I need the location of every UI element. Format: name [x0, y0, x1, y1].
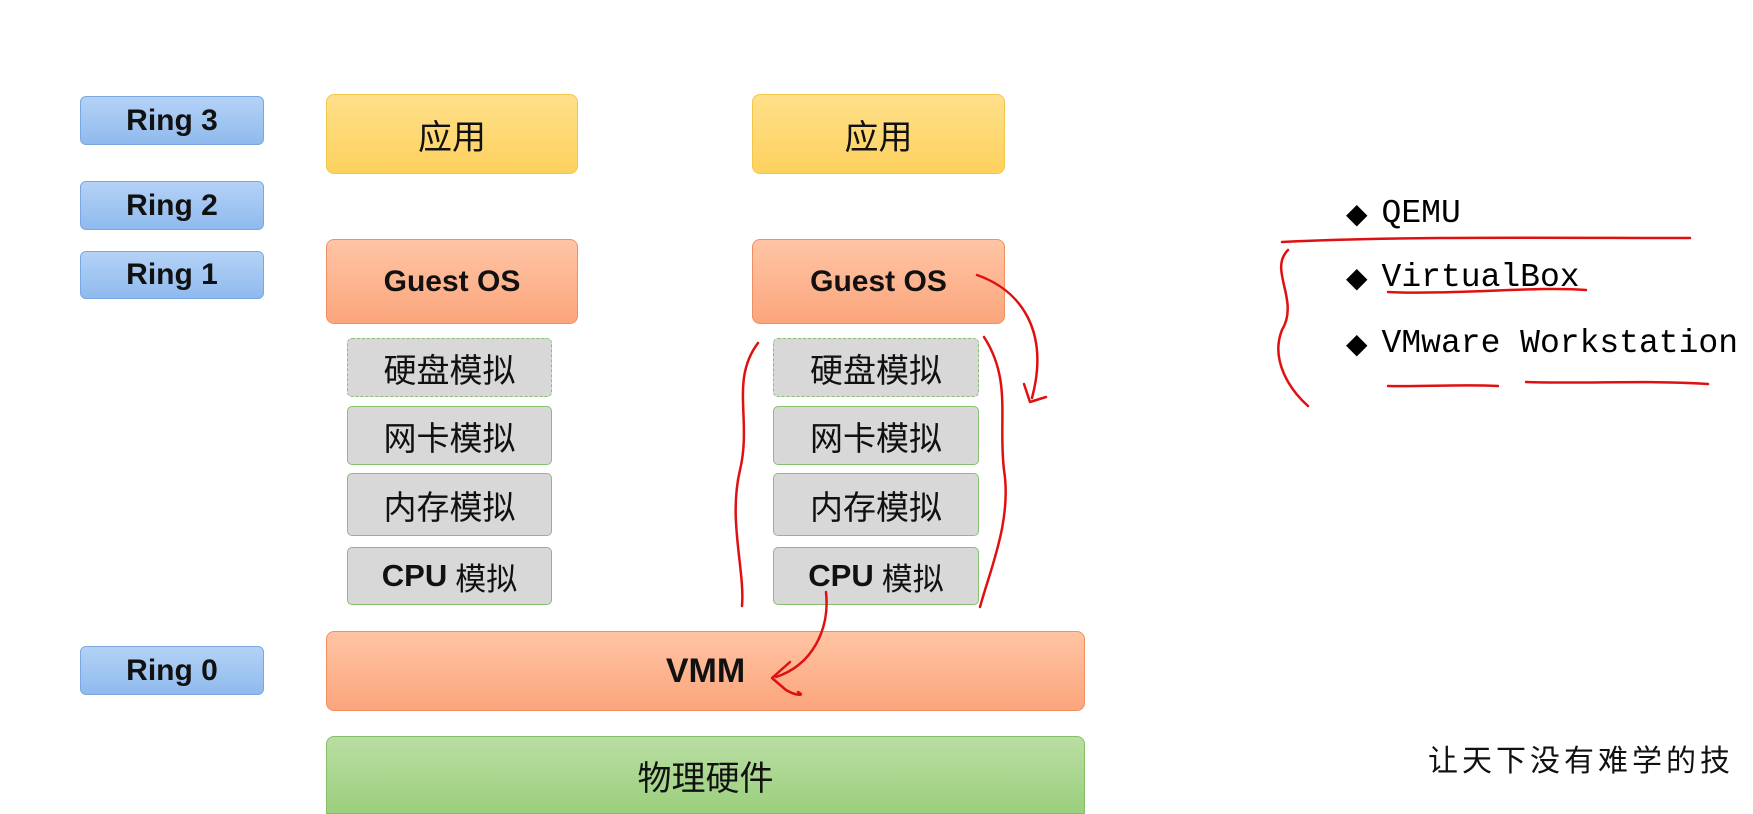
left-disk-emulation-text: 硬盘模拟: [383, 350, 516, 390]
right-nic-emulation-box: 网卡模拟: [773, 406, 979, 465]
ring-2-label: Ring 2: [80, 181, 264, 230]
product-name-qemu: QEMU: [1381, 195, 1461, 232]
ring-2-text: Ring 2: [126, 188, 218, 222]
right-cpu-emulation-suffix: 模拟: [881, 561, 944, 598]
left-guest-os-box: Guest OS: [326, 239, 578, 324]
right-memory-emulation-box: 内存模拟: [773, 473, 979, 536]
product-item-qemu: ◆ QEMU: [1346, 195, 1461, 232]
product-name-vmware-workstation: VMware Workstation: [1381, 325, 1739, 362]
ring-1-label: Ring 1: [80, 251, 264, 299]
right-app-box: 应用: [752, 94, 1005, 174]
products-group-bracket: [1277, 248, 1310, 408]
ring-3-text: Ring 3: [126, 103, 218, 137]
right-app-text: 应用: [844, 117, 913, 158]
product-item-vmware-workstation: ◆ VMware Workstation: [1346, 325, 1738, 362]
left-cpu-emulation-suffix: 模拟: [455, 561, 518, 598]
right-stack-left-brace: [734, 341, 760, 608]
right-cpu-emulation-prefix: CPU: [808, 558, 874, 593]
left-nic-emulation-box: 网卡模拟: [347, 406, 552, 465]
diamond-bullet-icon: ◆: [1346, 197, 1368, 230]
slogan-text: 让天下没有难学的技: [1428, 744, 1734, 779]
right-guest-os-text: Guest OS: [810, 264, 947, 298]
product-name-virtualbox: VirtualBox: [1381, 259, 1580, 296]
right-guest-os-box: Guest OS: [752, 239, 1005, 324]
left-memory-emulation-box: 内存模拟: [347, 473, 552, 536]
vmware-underline-2: [1524, 380, 1710, 386]
left-guest-os-text: Guest OS: [383, 264, 521, 298]
guest-os-arrowhead: [1022, 382, 1048, 404]
product-item-virtualbox: ◆ VirtualBox: [1346, 259, 1580, 296]
left-cpu-emulation-prefix: CPU: [381, 558, 448, 593]
ring-0-label: Ring 0: [80, 646, 264, 695]
ring-3-label: Ring 3: [80, 96, 264, 145]
right-memory-emulation-text: 内存模拟: [810, 487, 942, 527]
vmm-box: VMM: [326, 631, 1085, 711]
vmm-text: VMM: [665, 651, 746, 690]
physical-hardware-box: 物理硬件: [326, 736, 1085, 814]
right-stack-right-brace: [978, 335, 1007, 609]
physical-hardware-text: 物理硬件: [637, 758, 774, 799]
left-app-box: 应用: [326, 94, 578, 174]
left-nic-emulation-text: 网卡模拟: [383, 418, 516, 458]
left-app-text: 应用: [418, 117, 486, 158]
right-disk-emulation-box: 硬盘模拟: [773, 338, 979, 397]
ring-0-text: Ring 0: [126, 653, 218, 687]
ring-1-text: Ring 1: [126, 258, 218, 291]
left-memory-emulation-text: 内存模拟: [383, 487, 516, 527]
right-nic-emulation-text: 网卡模拟: [810, 418, 942, 458]
diamond-bullet-icon: ◆: [1346, 327, 1368, 360]
left-disk-emulation-box: 硬盘模拟: [347, 338, 552, 397]
right-disk-emulation-text: 硬盘模拟: [810, 350, 942, 390]
qemu-underline: [1280, 236, 1692, 244]
vmware-underline-1: [1386, 384, 1500, 388]
diamond-bullet-icon: ◆: [1346, 261, 1368, 294]
